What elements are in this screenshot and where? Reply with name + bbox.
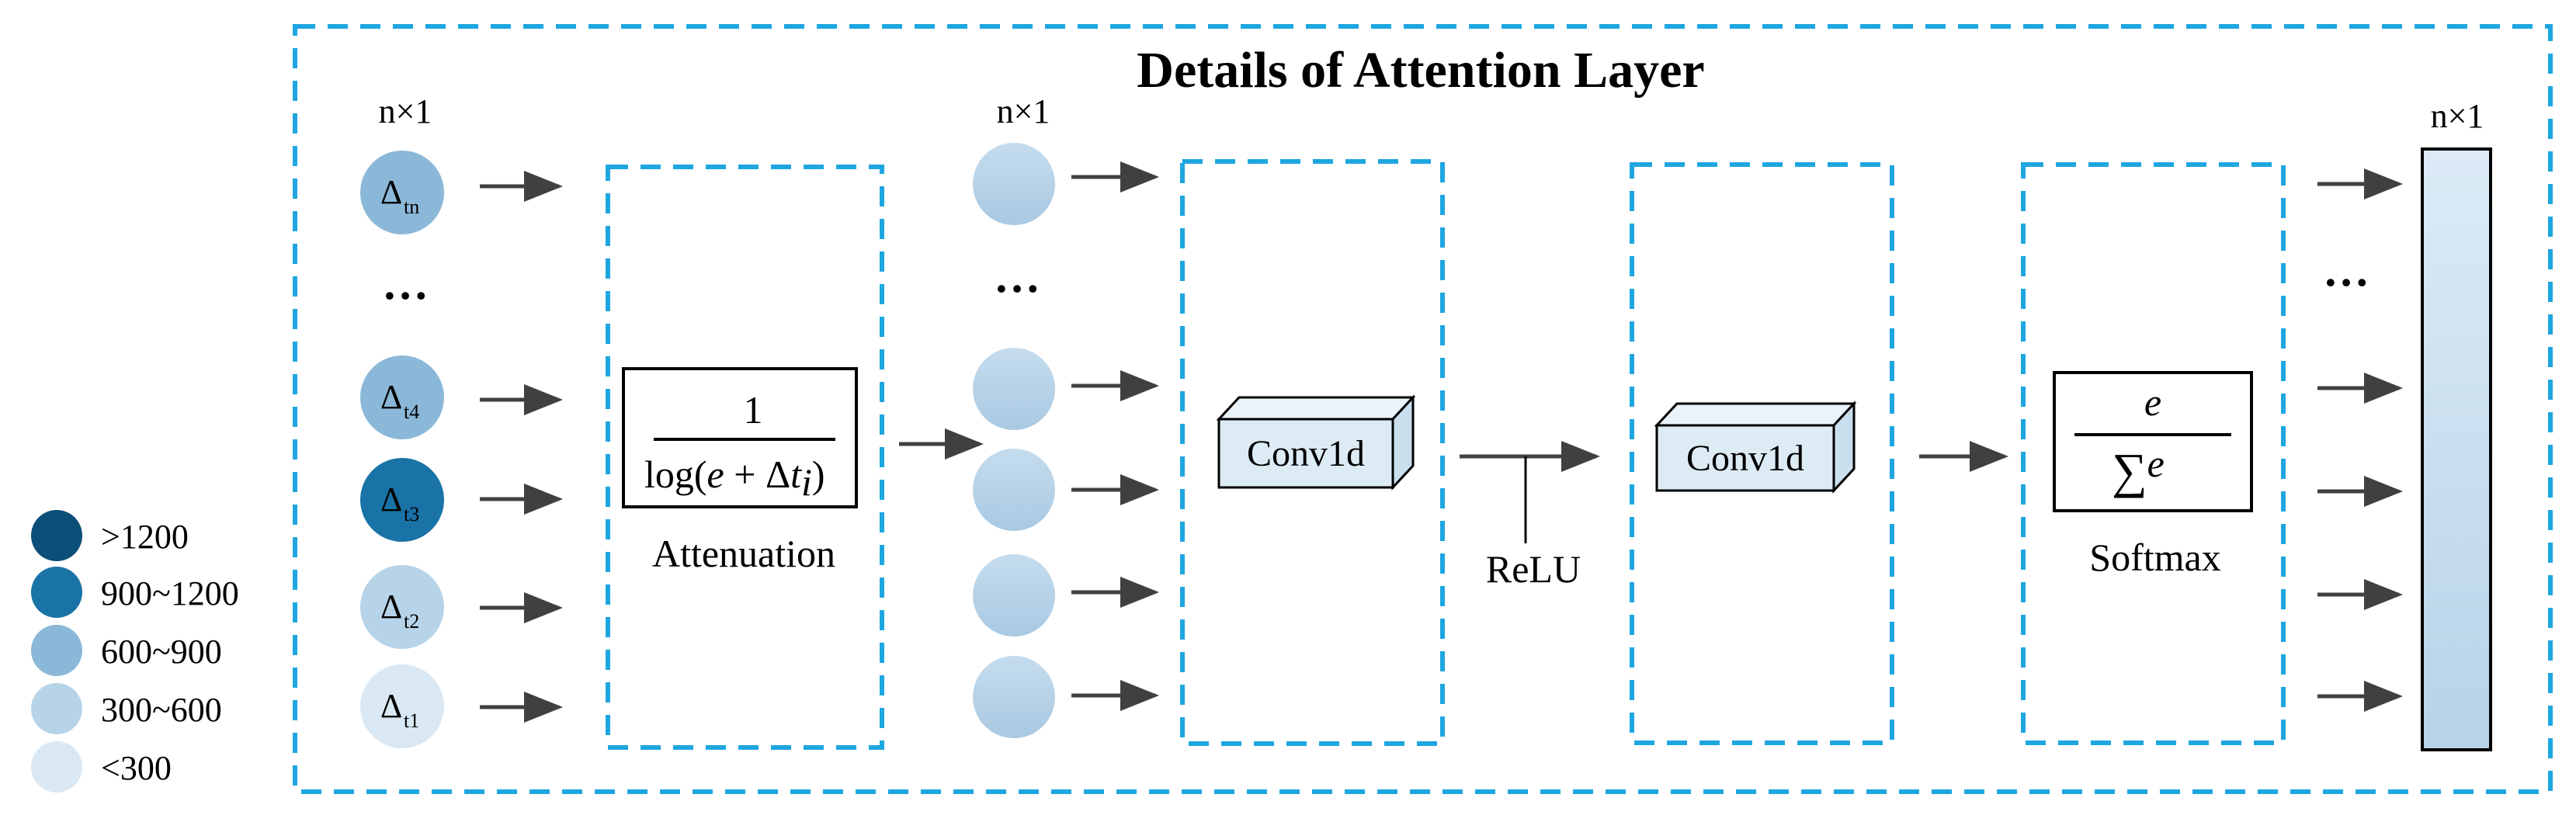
conv2-label: Conv1d [1686, 438, 1804, 479]
legend-label: 900~1200 [101, 574, 239, 612]
output-vector-bar [2421, 147, 2492, 751]
input-node-symbol: Δ [380, 378, 402, 416]
mid-node [973, 449, 1055, 531]
input-node-subscript: t2 [404, 610, 419, 633]
softmax-block: e ∑e Softmax [2021, 162, 2286, 745]
attenuation-denominator: log(e + Δti) [644, 453, 825, 504]
legend-label: <300 [101, 749, 172, 787]
legend: >1200 900~1200 600~900 300~600 <300 [31, 510, 239, 793]
legend-swatch [31, 567, 82, 618]
legend-swatch [31, 683, 82, 734]
input-node-t2 [360, 565, 444, 649]
input-node-symbol: Δ [380, 588, 402, 626]
attenuation-dashed-box [606, 165, 884, 750]
legend-swatch [31, 510, 82, 561]
input-ellipsis: … [382, 258, 429, 309]
mid-arrows [1071, 161, 1159, 711]
mid-dims-label: n×1 [997, 92, 1050, 130]
diagram-title: Details of Attention Layer [1137, 42, 1704, 99]
legend-swatch [31, 741, 82, 793]
input-arrows [480, 171, 563, 723]
input-node-subscript: t3 [404, 503, 419, 525]
legend-swatch [31, 625, 82, 676]
mid-node [973, 348, 1055, 430]
attenuation-label: Attenuation [652, 532, 835, 575]
conv1-label: Conv1d [1247, 433, 1365, 474]
legend-label: 600~900 [101, 633, 222, 671]
input-node-symbol: Δ [380, 687, 402, 725]
output-dims-label: n×1 [2431, 97, 2484, 135]
input-node-t3 [360, 458, 444, 542]
relu-connector: ReLU [1460, 441, 1600, 591]
input-node-symbol: Δ [380, 480, 402, 519]
conv2-cube-face [1655, 424, 1835, 492]
input-dims-label: n×1 [379, 92, 432, 130]
input-node-subscript: t1 [404, 709, 419, 732]
attenuation-numerator: 1 [744, 388, 763, 432]
conv2-dashed-box [1630, 162, 1894, 745]
conv2-block: Conv1d [1630, 162, 1894, 745]
mid-node [973, 656, 1055, 738]
conv1-cube-face [1217, 418, 1394, 489]
conv2-cube-top [1654, 402, 1857, 427]
input-node-subscript: t4 [404, 401, 419, 423]
legend-label: 300~600 [101, 691, 222, 729]
relu-label: ReLU [1486, 547, 1581, 591]
output-ellipsis: … [2323, 245, 2369, 296]
input-node-symbol: Δ [380, 173, 402, 211]
input-node-t4 [360, 356, 444, 439]
mid-node [973, 554, 1055, 636]
mid-ellipsis: … [994, 251, 1040, 302]
legend-label: >1200 [101, 518, 189, 556]
input-nodes: Δ tn … Δ t4 Δ t3 Δ t2 Δ t1 [360, 151, 444, 748]
conv1-block: Conv1d [1180, 159, 1445, 746]
softmax-denominator: ∑e [2112, 442, 2165, 498]
input-node-tn [360, 151, 444, 234]
softmax-dashed-box [2021, 162, 2286, 745]
mid-node [973, 143, 1055, 225]
softmax-formula-box [2053, 371, 2253, 512]
input-node-subscript: tn [404, 196, 419, 218]
softmax-label: Softmax [2089, 536, 2220, 579]
attenuation-block: 1 log(e + Δti) Attenuation [606, 165, 884, 750]
mid-nodes: … [973, 143, 1055, 738]
conv1-cube-top [1216, 396, 1416, 421]
output-arrows [2317, 168, 2403, 712]
outer-dashed-frame [293, 24, 2553, 794]
softmax-numerator: e [2144, 380, 2161, 424]
input-node-t1 [360, 664, 444, 748]
